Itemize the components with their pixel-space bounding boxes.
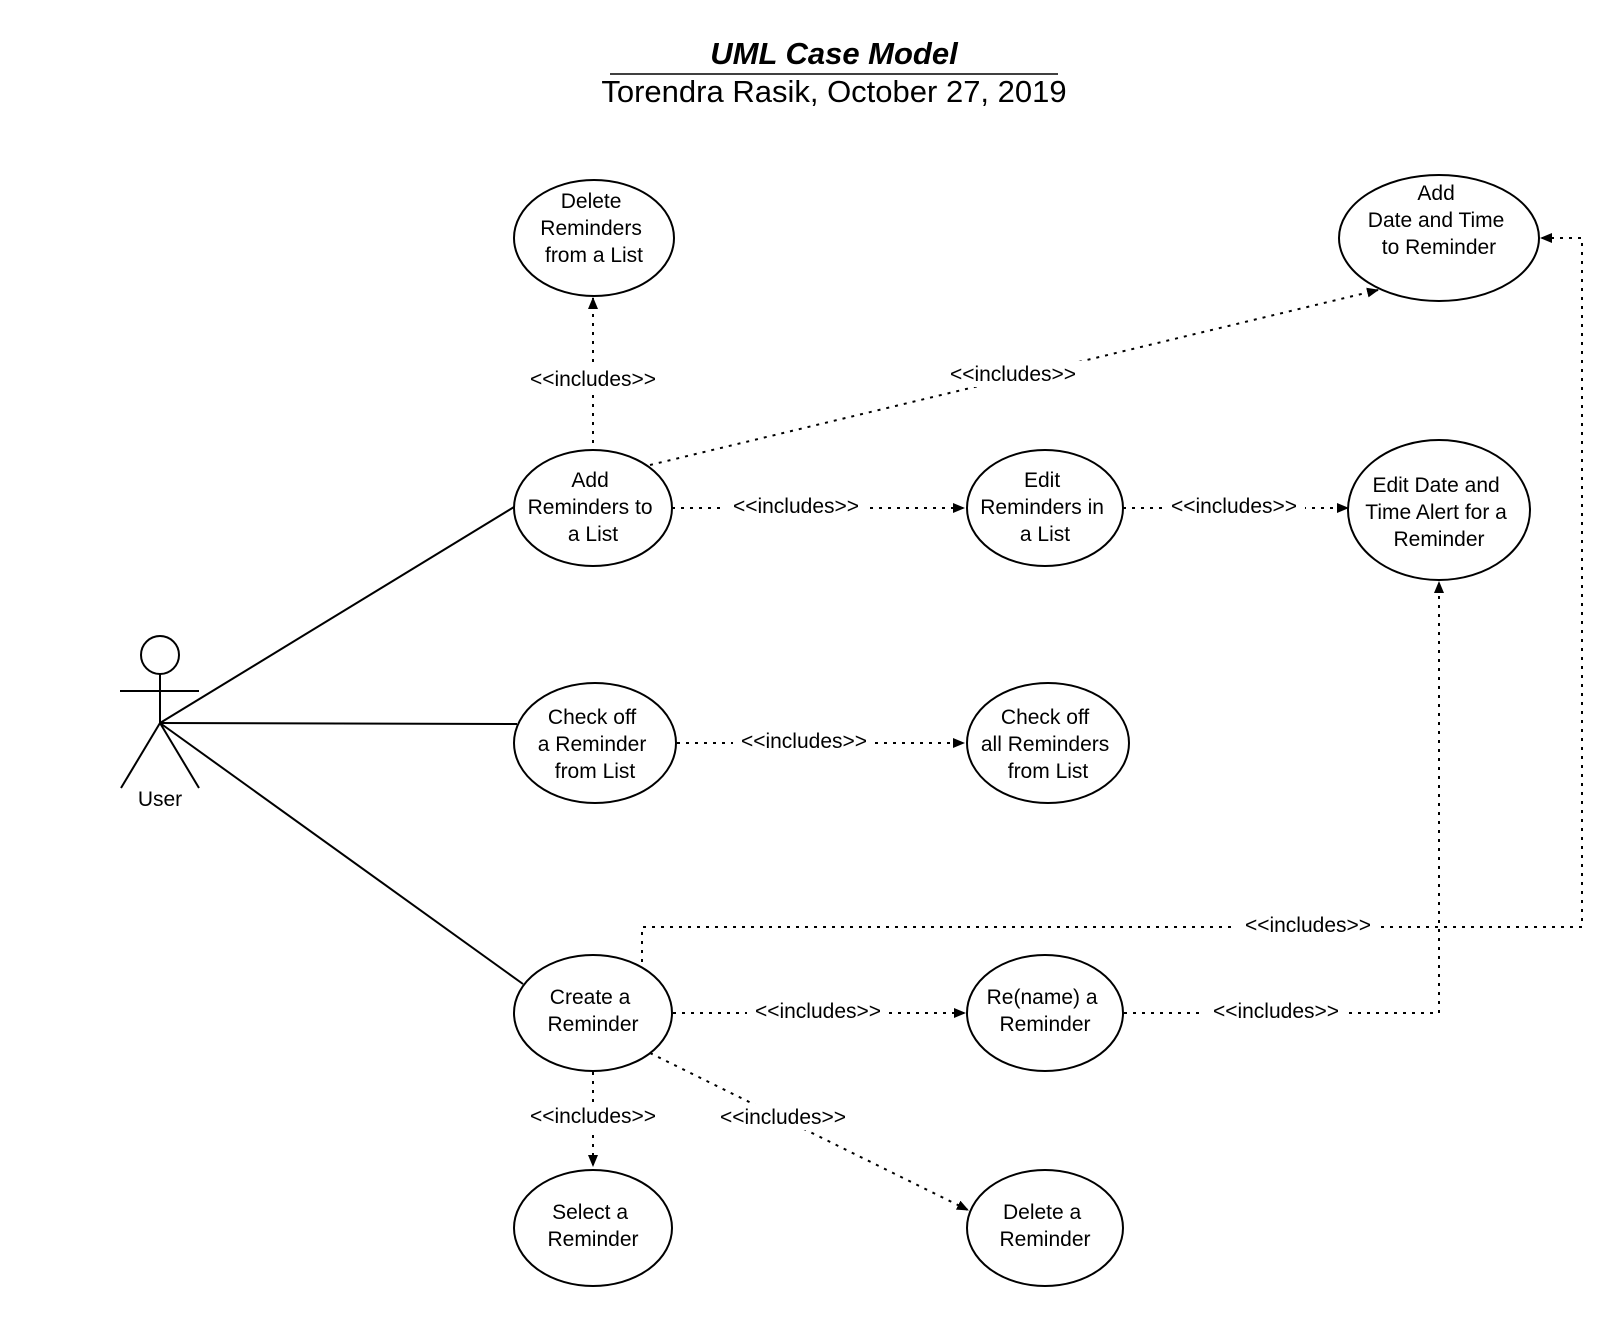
association-actor-check-off-one[interactable] [159,722,518,725]
use-case-edit-reminders-in-list[interactable]: Edit Reminders in a List [966,449,1124,567]
use-cases: Delete Reminders from a List Add Date an… [513,174,1540,1287]
diagram-header: UML Case Model Torendra Rasik, October 2… [601,36,1066,109]
use-case-check-off-reminder[interactable]: Check off a Reminder from List [513,682,677,804]
use-case-label: Edit Reminders in a List [980,469,1110,546]
actor-user[interactable]: User [120,635,200,811]
actor-left-leg [120,722,161,789]
include-edge-r8[interactable] [1124,581,1444,1014]
use-case-label: Check off a Reminder from List [538,706,652,783]
use-case-label: Add Date and Time to Reminder [1368,182,1510,259]
include-edge-r6[interactable] [641,233,1583,962]
include-edge-r2[interactable] [649,287,1379,466]
diagram-subtitle: Torendra Rasik, October 27, 2019 [601,74,1066,109]
actor-label: User [138,788,182,811]
use-case-label: Delete Reminders from a List [540,190,647,267]
use-case-label: Create a Reminder [547,986,638,1036]
diagram-title: UML Case Model [710,36,959,71]
include-label-r8: <<includes>> [1213,1000,1339,1023]
include-label-r10: <<includes>> [720,1106,846,1129]
use-case-label: Check off all Reminders from List [981,706,1115,783]
use-case-label: Edit Date and Time Alert for a Reminder [1365,474,1512,551]
use-case-label: Add Reminders to a List [528,469,659,546]
use-case-label: Delete a Reminder [999,1201,1090,1251]
include-label-r5: <<includes>> [741,730,867,753]
use-case-edit-date-time-alert[interactable]: Edit Date and Time Alert for a Reminder [1347,439,1531,581]
use-case-delete-reminders-from-list[interactable]: Delete Reminders from a List [513,179,675,297]
include-label-r2: <<includes>> [950,363,1076,386]
use-case-label: Select a Reminder [547,1201,638,1251]
include-label-r3: <<includes>> [733,495,859,518]
use-case-rename-reminder[interactable]: Re(name) a Reminder [966,954,1124,1072]
use-case-check-off-all-reminders[interactable]: Check off all Reminders from List [966,682,1130,804]
include-label-r9: <<includes>> [530,1105,656,1128]
include-label-r4: <<includes>> [1171,495,1297,518]
association-actor-create[interactable] [159,722,524,985]
include-label-r6: <<includes>> [1245,914,1371,937]
use-case-delete-reminder[interactable]: Delete a Reminder [966,1169,1124,1287]
association-actor-add-to-list[interactable] [159,506,515,724]
include-edge-r10[interactable] [649,1052,969,1211]
use-case-select-reminder[interactable]: Select a Reminder [513,1169,673,1287]
actor-right-leg [159,722,200,789]
associations [159,506,524,985]
actor-head [140,635,180,675]
include-labels: <<includes>> <<includes>> <<includes>> <… [522,361,1379,1130]
use-case-create-reminder[interactable]: Create a Reminder [513,954,673,1072]
use-case-add-reminders-to-list[interactable]: Add Reminders to a List [513,449,673,567]
include-label-r1: <<includes>> [530,368,656,391]
use-case-label: Re(name) a Reminder [987,986,1104,1036]
use-case-add-date-time-to-reminder[interactable]: Add Date and Time to Reminder [1338,174,1540,302]
include-label-r7: <<includes>> [755,1000,881,1023]
